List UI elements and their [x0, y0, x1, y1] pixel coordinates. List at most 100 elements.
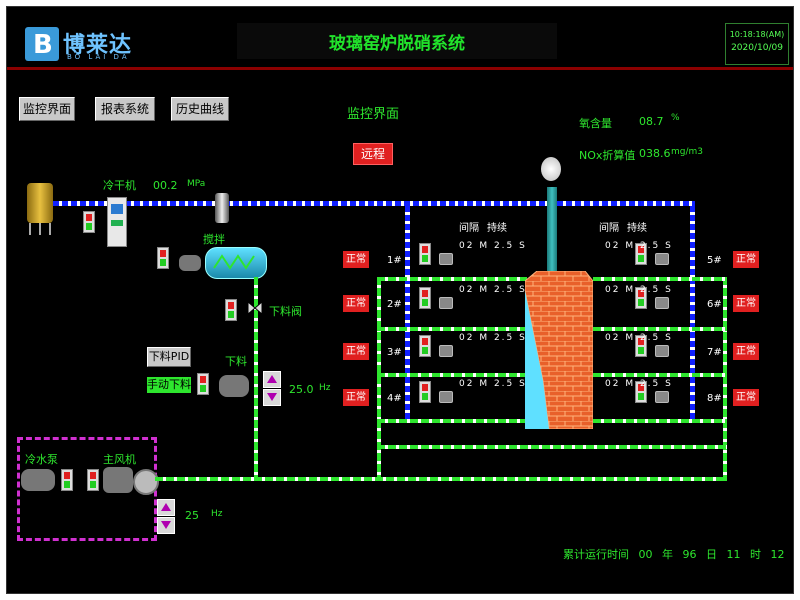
left-row-3-number: 3#	[387, 347, 402, 358]
discharge-pid-button[interactable]: 下料PID	[147, 347, 191, 367]
left-row-2-valve-icon[interactable]	[437, 295, 453, 309]
runtime-hours-unit: 时	[750, 548, 761, 561]
main-fan-icon[interactable]	[133, 469, 159, 495]
right-row-2-status-button[interactable]: 正常	[733, 295, 759, 312]
left-row-3-status-button[interactable]: 正常	[343, 343, 369, 360]
right-row-4-number: 8#	[707, 393, 722, 404]
discharge-valve-icon[interactable]	[247, 299, 263, 316]
runtime-days-unit: 日	[706, 548, 717, 561]
discharge-freq-up-button[interactable]	[263, 371, 281, 388]
nox-label: NOx折算值	[579, 149, 636, 162]
right-header-1	[593, 277, 727, 281]
fan-freq-up-button[interactable]	[157, 499, 175, 516]
discharge-freq-down-button[interactable]	[263, 389, 281, 406]
right-row-3-indicator	[635, 335, 647, 357]
main-fan-label: 主风机	[103, 453, 136, 466]
left-header-4	[377, 419, 527, 423]
logo-subtext: BO LAI DA	[67, 53, 130, 61]
right-row-3-status-button[interactable]: 正常	[733, 343, 759, 360]
left-row-1-valve-icon[interactable]	[437, 251, 453, 265]
left-row-4-indicator	[419, 381, 431, 403]
dryer-unit: MPa	[187, 179, 206, 189]
cooling-pump-icon[interactable]	[21, 469, 55, 491]
tank-leg	[49, 223, 51, 235]
left-row-3-valve-icon[interactable]	[437, 343, 453, 357]
scada-screen: B 博莱达 BO LAI DA 玻璃窑炉脱硝系统 10:18:18(AM) 20…	[6, 6, 794, 594]
clock-date: 2020/10/09	[731, 43, 783, 53]
main-fan-motor-icon[interactable]	[103, 467, 133, 493]
nav-history-button[interactable]: 历史曲线	[171, 97, 229, 121]
furnace-icon	[524, 270, 594, 430]
right-row-3-number: 7#	[707, 347, 722, 358]
right-row-2-number: 6#	[707, 299, 722, 310]
remote-button[interactable]: 远程	[353, 143, 393, 165]
right-header-2	[593, 327, 727, 331]
right-row-4-indicator	[635, 381, 647, 403]
dryer-icon[interactable]	[107, 197, 127, 247]
right-row-4-status-button[interactable]: 正常	[733, 389, 759, 406]
air-tank-icon	[27, 183, 53, 223]
chimney-icon	[547, 187, 557, 271]
right-row-1-status-button[interactable]: 正常	[733, 251, 759, 268]
right-row-1-valve-icon[interactable]	[653, 251, 669, 265]
left-row-1-nozzle-setting: 02 M 2.5 S	[459, 241, 527, 251]
bottom-header	[377, 445, 727, 449]
mixer-status-indicator	[157, 247, 169, 269]
section-title: 监控界面	[347, 107, 400, 122]
title-bar: 玻璃窑炉脱硝系统	[237, 23, 557, 59]
right-air-pipe	[690, 206, 695, 420]
right-row-2-valve-icon[interactable]	[653, 295, 669, 309]
dryer-pressure: 00.2	[153, 179, 178, 192]
logo-text: 博莱达	[63, 33, 133, 58]
nav-report-button[interactable]: 报表系统	[95, 97, 155, 121]
left-row-1-number: 1#	[387, 255, 402, 266]
runtime-years: 00	[638, 548, 653, 561]
discharge-freq-value: 25.0	[289, 383, 314, 396]
left-header-3	[377, 373, 527, 377]
fan-freq-unit: Hz	[211, 509, 223, 519]
clock-time: 10:18:18(AM)	[729, 30, 785, 39]
left-row-2-status-button[interactable]: 正常	[343, 295, 369, 312]
right-row-3-valve-icon[interactable]	[653, 343, 669, 357]
right-row-4-nozzle-setting: 02 M 2.5 S	[605, 379, 673, 389]
discharge-pipe	[254, 277, 258, 477]
discharge-freq-unit: Hz	[319, 383, 331, 393]
filter-icon	[215, 193, 229, 223]
discharge-valve-label: 下料阀	[269, 305, 302, 318]
runtime-label: 累计运行时间	[563, 548, 629, 561]
left-mode-interval: 间隔	[459, 223, 479, 234]
left-row-1-status-button[interactable]: 正常	[343, 251, 369, 268]
logo-icon: B	[25, 27, 59, 61]
right-mode-interval: 间隔	[599, 223, 619, 234]
right-row-1-indicator	[635, 243, 647, 265]
smoke-icon	[541, 157, 561, 181]
nox-unit: mg/m3	[671, 147, 704, 157]
left-row-4-status-button[interactable]: 正常	[343, 389, 369, 406]
compressed-air-pipe	[53, 201, 695, 206]
left-row-4-valve-icon[interactable]	[437, 389, 453, 403]
right-mode-continuous: 持续	[627, 223, 647, 234]
left-row-1-indicator	[419, 243, 431, 265]
left-row-2-indicator	[419, 287, 431, 309]
mixer-motor-icon	[179, 255, 201, 271]
right-row-4-valve-icon[interactable]	[653, 389, 669, 403]
manual-discharge-button[interactable]: 手动下料	[147, 377, 191, 393]
mixer-tank-icon[interactable]	[205, 247, 267, 279]
discharge-motor-icon	[219, 375, 249, 397]
right-row-1-nozzle-setting: 02 M 2.5 S	[605, 241, 673, 251]
right-row-2-nozzle-setting: 02 M 2.5 S	[605, 285, 673, 295]
tank-leg	[39, 223, 41, 235]
runtime-display: 累计运行时间 00 年 96 日 11 时 12 分	[563, 546, 793, 562]
right-header-3	[593, 373, 727, 377]
left-row-3-indicator	[419, 335, 431, 357]
right-row-1-number: 5#	[707, 255, 722, 266]
oxygen-value: 08.7	[639, 115, 664, 128]
left-mode-continuous: 持续	[487, 223, 507, 234]
main-air-pipe	[155, 477, 727, 481]
valve-status-indicator	[225, 299, 237, 321]
nav-monitor-button[interactable]: 监控界面	[19, 97, 75, 121]
left-row-3-nozzle-setting: 02 M 2.5 S	[459, 333, 527, 343]
page-title: 玻璃窑炉脱硝系统	[329, 34, 465, 54]
tank-leg	[29, 223, 31, 235]
fan-freq-down-button[interactable]	[157, 517, 175, 534]
